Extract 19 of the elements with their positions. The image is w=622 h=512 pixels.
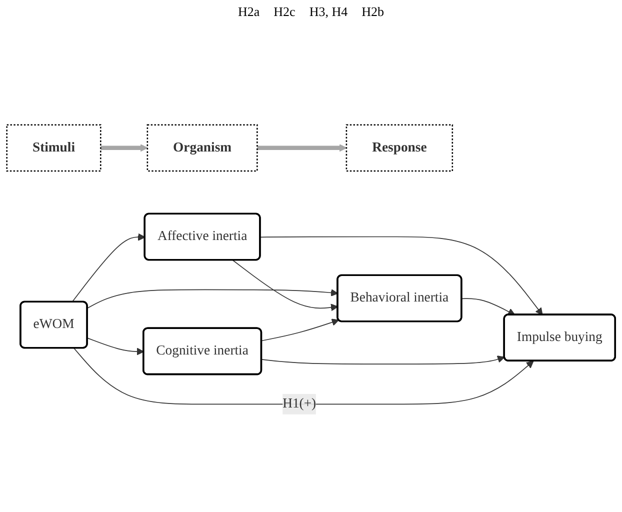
arrow [74,348,534,405]
arrow [87,289,338,309]
path-label: H2c [274,4,296,21]
arrow [461,298,516,316]
arrow [261,319,340,342]
arrow [260,236,543,316]
node-box: Stimuli [6,124,102,172]
arrow [261,356,505,365]
path-label: H2a [238,4,260,21]
arrow [87,338,144,356]
arrow [100,144,148,152]
arrow [232,260,338,312]
arrow [257,144,347,152]
node-box: Response [346,124,454,172]
arrow [72,234,146,303]
path-label: H2b [362,4,384,21]
edge-label: H1(+) [282,396,316,412]
path-label: H3, H4 [309,4,348,21]
node-box: Organism [146,124,258,172]
